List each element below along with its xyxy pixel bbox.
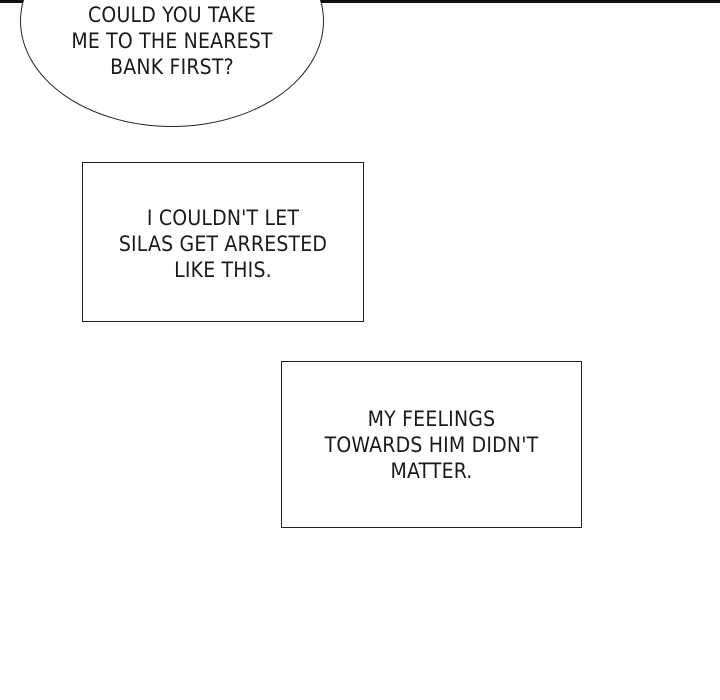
caption-box-1: I COULDN'T LET SILAS GET ARRESTED LIKE T… — [82, 162, 364, 322]
panel-top-border — [0, 0, 720, 3]
caption-text-2: MY FEELINGS TOWARDS HIM DIDN'T MATTER. — [324, 407, 539, 483]
speech-bubble-text: COULD YOU TAKE ME TO THE NEAREST BANK FI… — [71, 3, 273, 79]
caption-box-2: MY FEELINGS TOWARDS HIM DIDN'T MATTER. — [281, 361, 582, 528]
caption-text-1: I COULDN'T LET SILAS GET ARRESTED LIKE T… — [118, 206, 328, 282]
